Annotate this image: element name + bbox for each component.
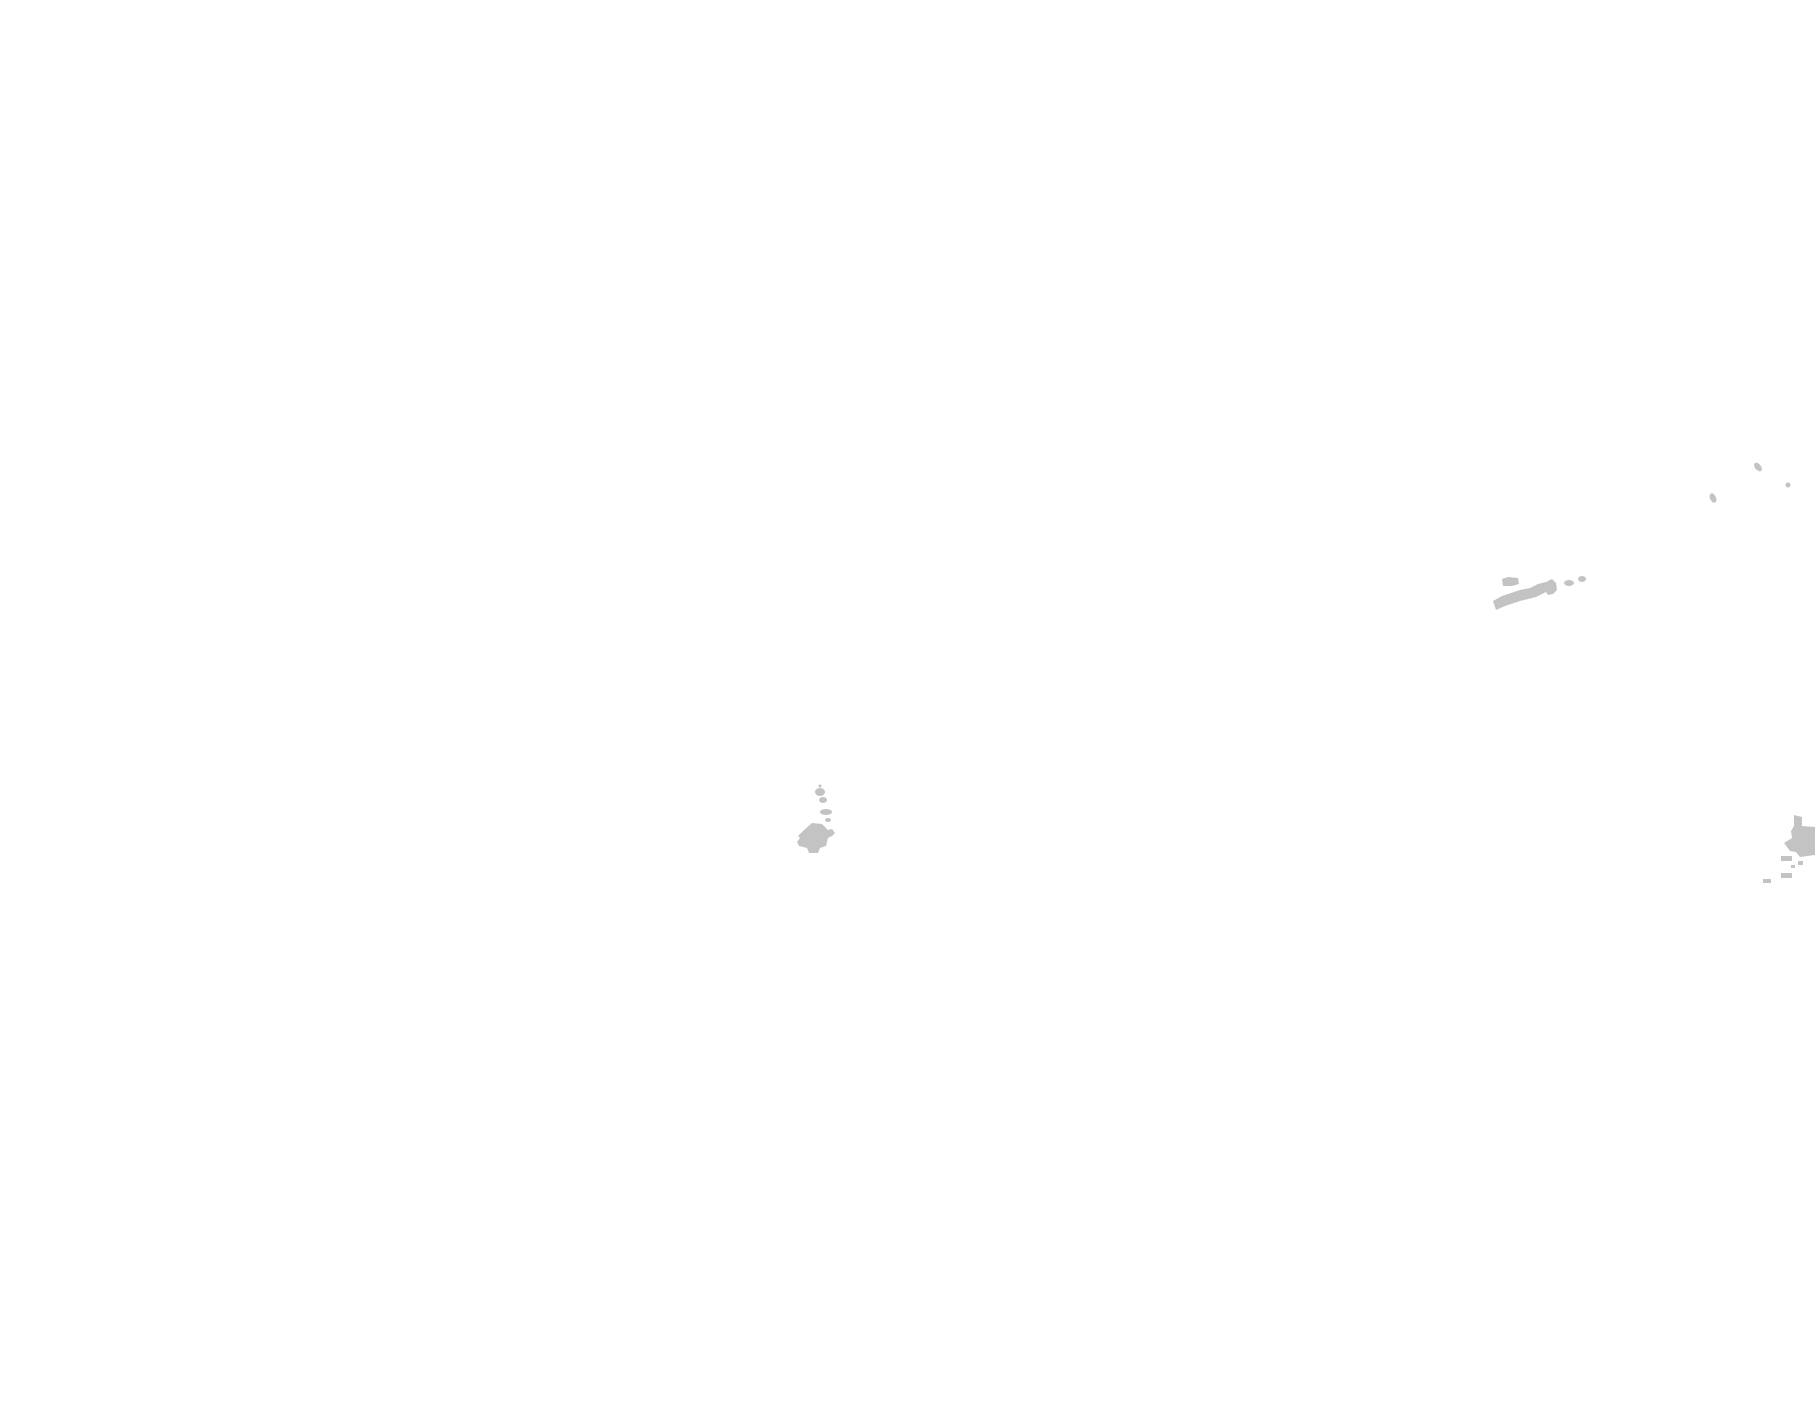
elongated-island-chain (1493, 576, 1586, 610)
northeast-islets (1709, 462, 1791, 503)
southeast-landmass (1763, 815, 1815, 883)
central-island-group (797, 784, 835, 853)
